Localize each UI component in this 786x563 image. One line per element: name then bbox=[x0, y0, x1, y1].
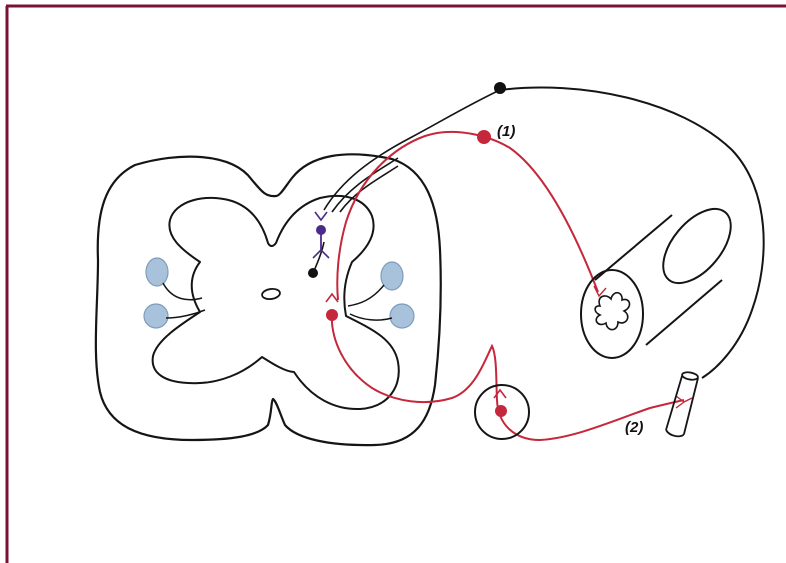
label-efferent: (2) bbox=[625, 419, 643, 436]
outer-nerve-fiber bbox=[500, 88, 764, 379]
intestine-segment-icon bbox=[581, 197, 744, 358]
dorsal-fibers bbox=[324, 90, 500, 212]
afferent-neuron-body bbox=[477, 130, 491, 144]
label-afferent: (1) bbox=[497, 123, 515, 140]
root-blob-left-lower bbox=[144, 304, 168, 328]
root-blob-left-upper bbox=[146, 258, 168, 286]
efferent-neuron-body bbox=[326, 309, 338, 321]
ganglion-node-top bbox=[494, 82, 506, 94]
root-blob-right-lower bbox=[390, 304, 414, 328]
interneuron bbox=[313, 212, 329, 258]
central-canal bbox=[261, 288, 280, 300]
root-blobs bbox=[144, 258, 414, 328]
ganglion-neuron-body bbox=[495, 405, 507, 417]
